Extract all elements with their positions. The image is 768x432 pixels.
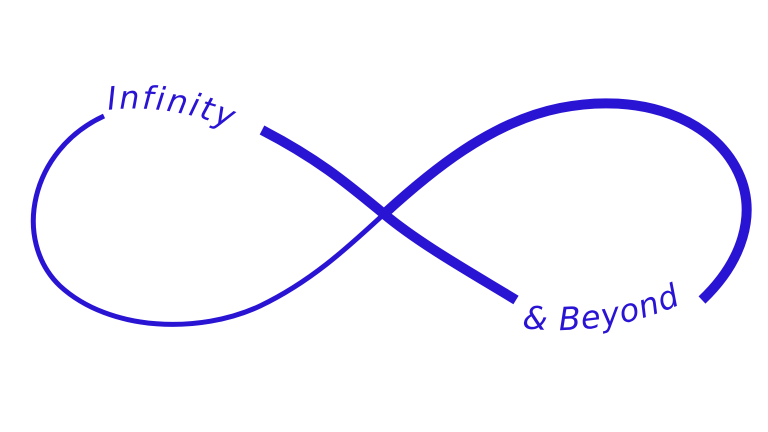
beyond-text: & Beyond <box>521 276 685 338</box>
infinity-left-loop <box>30 113 386 327</box>
beyond-text-path: & Beyond <box>521 276 684 338</box>
infinity-text: Infinity <box>105 78 242 136</box>
infinity-text-path: Infinity <box>105 78 240 136</box>
infinity-right-loop <box>380 98 752 304</box>
